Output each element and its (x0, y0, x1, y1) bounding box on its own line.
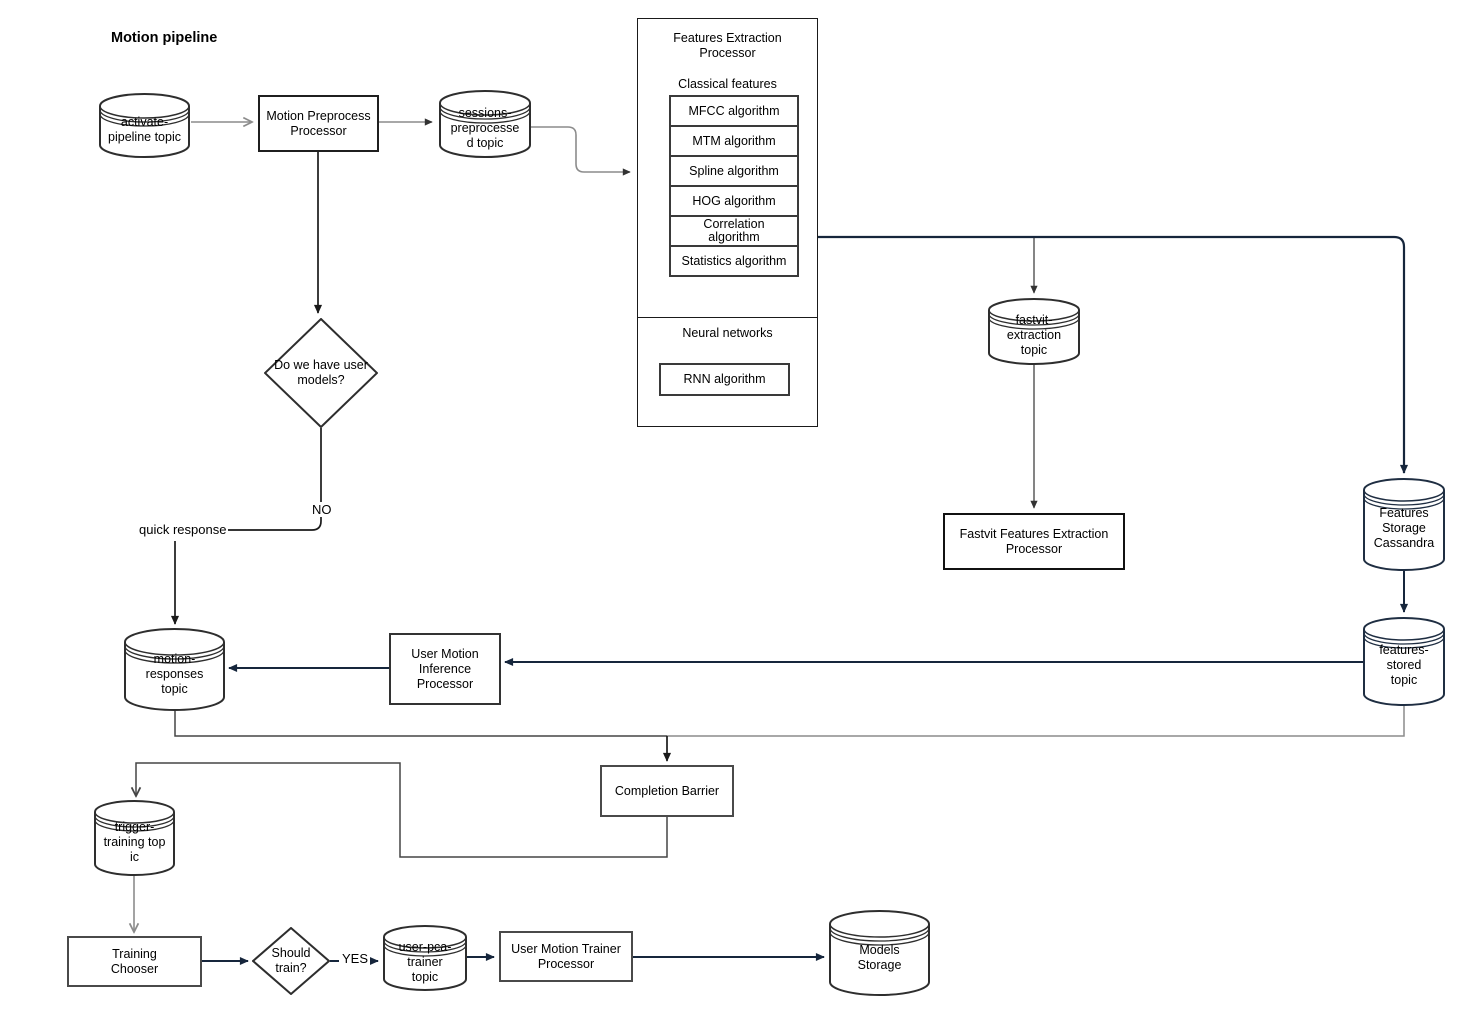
node-label: sessions- preprocesse d topic (450, 106, 520, 150)
algorithm-label: HOG algorithm (692, 193, 776, 208)
node-label: features- stored topic (1379, 643, 1429, 687)
node-label: Training Chooser (110, 946, 159, 976)
features-extraction-processor: Features Extraction Processor Classical … (637, 18, 818, 427)
section-divider (638, 317, 817, 318)
node-label: trigger- training top ic (103, 819, 166, 864)
mfcc-algorithm: MFCC algorithm (669, 95, 799, 127)
classical-algorithms-list: MFCC algorithm MTM algorithm Spline algo… (669, 95, 799, 277)
cylinder-shape (1363, 478, 1445, 571)
fastvit-features-extraction-processor: Fastvit Features Extraction Processor (943, 513, 1125, 570)
cylinder-shape (439, 90, 531, 158)
algorithm-label: Spline algorithm (689, 163, 779, 178)
diamond-shape (252, 927, 330, 995)
features-storage-cassandra-datastore: Features Storage Cassandra (1363, 478, 1445, 571)
cylinder-shape (829, 910, 930, 996)
algorithm-label: RNN algorithm (683, 372, 766, 386)
algorithm-label: MFCC algorithm (688, 103, 780, 118)
mtm-algorithm: MTM algorithm (669, 125, 799, 157)
node-label: user-pca- trainer topic (398, 939, 452, 984)
algorithm-label: MTM algorithm (692, 133, 776, 148)
edge-label-quick-response: quick response (137, 522, 229, 537)
node-label: Models Storage (857, 943, 902, 972)
cylinder-shape (94, 800, 175, 876)
cylinder-shape (1363, 617, 1445, 706)
neural-networks-section-label: Neural networks (682, 326, 773, 340)
classical-features-section-label: Classical features (678, 77, 777, 91)
node-label: Should train? (271, 946, 311, 975)
user-pca-trainer-topic-datastore: user-pca- trainer topic (383, 925, 467, 991)
node-label: fastvit- extraction topic (1006, 313, 1062, 357)
edge-completion-barrier-to-trigger-training (136, 762, 668, 858)
cylinder-shape (988, 298, 1080, 365)
node-label: User Motion Inference Processor (411, 646, 479, 691)
rnn-algorithm: RNN algorithm (659, 363, 790, 396)
node-label: Do we have user models? (274, 358, 368, 387)
user-motion-trainer-processor: User Motion Trainer Processor (499, 931, 633, 982)
algorithm-label: Correlation algorithm (703, 217, 765, 244)
should-train-decision: Should train? (252, 927, 330, 995)
statistics-algorithm: Statistics algorithm (669, 245, 799, 277)
cylinder-shape (99, 93, 190, 158)
node-label: motion- responses topic (145, 652, 204, 696)
trigger-training-topic-datastore: trigger- training top ic (94, 800, 175, 876)
correlation-algorithm: Correlation algorithm (669, 215, 799, 247)
node-label: activate- pipeline topic (108, 115, 181, 144)
fastvit-extraction-topic-datastore: fastvit- extraction topic (988, 298, 1080, 365)
models-storage-datastore: Models Storage (829, 910, 930, 996)
edge-label-yes: YES (340, 951, 371, 966)
user-models-decision: Do we have user models? (264, 318, 378, 428)
node-label: Fastvit Features Extraction Processor (959, 526, 1109, 556)
edge-decision-no-to-quick-response (224, 428, 322, 531)
features-extraction-title: Features Extraction Processor (673, 31, 782, 60)
completion-barrier: Completion Barrier (600, 765, 734, 817)
node-label: Motion Preprocess Processor (266, 108, 371, 138)
activate-pipeline-topic-datastore: activate- pipeline topic (99, 93, 190, 158)
diagram-title: Motion pipeline (111, 30, 218, 46)
edge-features-stored-to-barrier-junction (667, 705, 1405, 737)
edge-label-no: NO (310, 502, 334, 517)
algorithm-label: Statistics algorithm (681, 253, 787, 268)
node-label: User Motion Trainer Processor (511, 941, 621, 971)
motion-preprocess-processor: Motion Preprocess Processor (258, 95, 379, 152)
sessions-preprocessed-topic-datastore: sessions- preprocesse d topic (439, 90, 531, 158)
edge-sessions-to-features-extraction (531, 126, 631, 176)
motion-responses-topic-datastore: motion- responses topic (124, 628, 225, 711)
edge-motion-responses-to-barrier-junction (174, 711, 667, 737)
cylinder-shape (383, 925, 467, 991)
cylinder-shape (124, 628, 225, 711)
node-label: Completion Barrier (614, 783, 720, 798)
hog-algorithm: HOG algorithm (669, 185, 799, 217)
user-motion-inference-processor: User Motion Inference Processor (389, 633, 501, 705)
training-chooser: Training Chooser (67, 936, 202, 987)
edge-features-extraction-to-cassandra (818, 235, 1409, 474)
node-label: Features Storage Cassandra (1373, 506, 1435, 550)
features-stored-topic-datastore: features- stored topic (1363, 617, 1445, 706)
spline-algorithm: Spline algorithm (669, 155, 799, 187)
diamond-shape (264, 318, 378, 428)
